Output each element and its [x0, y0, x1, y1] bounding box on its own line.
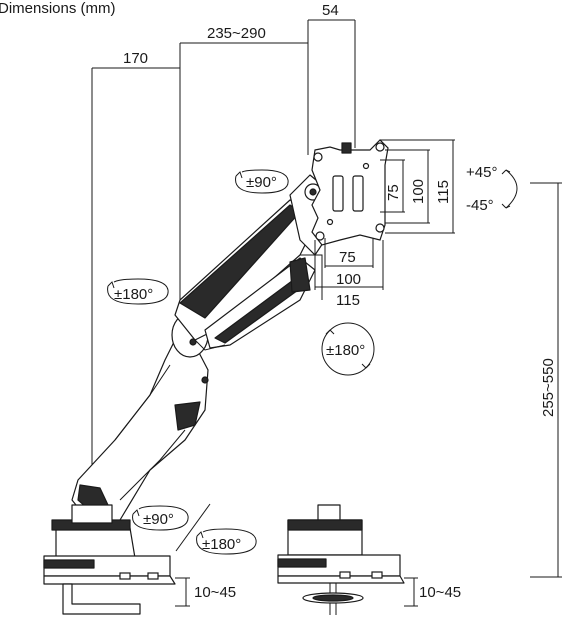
tilt-arrow-bottom: [501, 203, 511, 209]
dim-vesa-w-115: 115: [336, 292, 360, 309]
dim-mid-reach: 235~290: [207, 25, 266, 42]
height-dimension-lines: [530, 182, 562, 578]
dim-clamp-right: 10~45: [419, 584, 461, 601]
dim-vesa-w-100: 100: [336, 271, 361, 288]
dim-height: 255~550: [540, 358, 557, 417]
dim-vesa-h-115: 115: [435, 180, 452, 204]
svg-text:±180°: ±180°: [114, 286, 153, 303]
vesa-width-lines: [314, 238, 384, 290]
rot-badge-arm-rotation: ±180°: [107, 278, 169, 305]
rot-badge-screen-rotation: ±180°: [321, 322, 375, 376]
svg-text:±180°: ±180°: [202, 536, 241, 553]
tilt-arrow-top: [501, 169, 511, 175]
dim-vesa-w-75: 75: [339, 249, 356, 266]
monitor-arm: [71, 174, 326, 526]
rot-badge-head-swivel: ±90°: [235, 169, 289, 194]
diagram-title: Dimensions (mm): [0, 0, 116, 17]
vesa-plate: [311, 139, 389, 246]
clamp-base-right: [277, 504, 405, 615]
clamp-right-lines: [404, 577, 418, 607]
rot-tilt-down: -45°: [466, 197, 494, 214]
reach-dimension-lines: [91, 19, 356, 465]
dim-vesa-h-75: 75: [385, 184, 402, 201]
vesa-height-lines: [380, 139, 455, 234]
dim-clamp-left: 10~45: [194, 584, 236, 601]
base-divider: [175, 503, 211, 552]
svg-text:±180°: ±180°: [326, 342, 365, 359]
svg-text:±90°: ±90°: [143, 511, 174, 528]
tilt-arc: [505, 169, 518, 209]
rot-tilt-up: +45°: [466, 164, 497, 181]
dim-vesa-h-100: 100: [410, 179, 427, 204]
dim-base-reach: 170: [123, 50, 148, 67]
rot-badge-base-rotation: ±180°: [196, 528, 257, 555]
clamp-base-left: [43, 504, 176, 615]
dim-upper-reach: 54: [322, 2, 339, 19]
svg-text:±90°: ±90°: [246, 174, 277, 191]
clamp-left-lines: [175, 577, 190, 607]
rot-badge-base-swivel: ±90°: [132, 505, 189, 531]
